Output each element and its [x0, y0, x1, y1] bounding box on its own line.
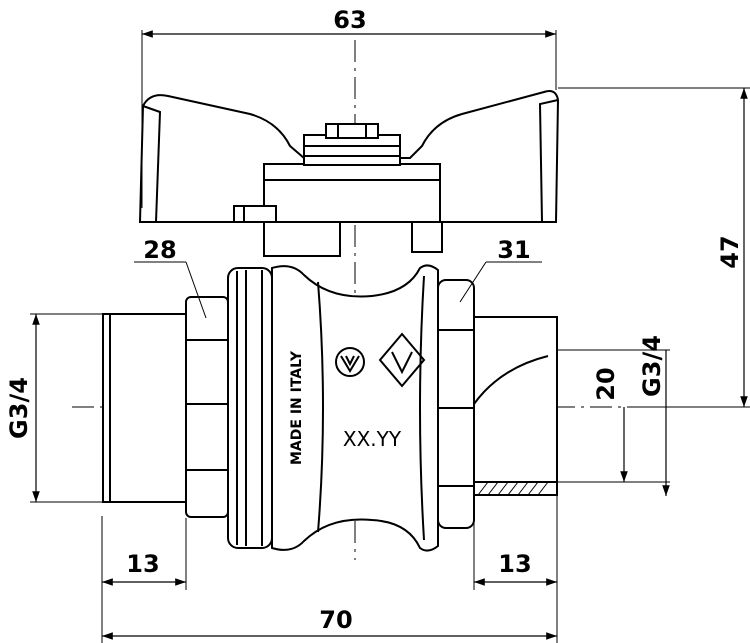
dim-label-13-left: 13: [126, 550, 159, 578]
dim-label-g34-right: G3/4: [638, 335, 666, 397]
right-socket-thread: [473, 481, 558, 496]
handle-wing-fold-left: [142, 105, 162, 223]
handle-stop-tab: [233, 205, 277, 223]
origin-marking: MADE IN ITALY: [289, 350, 305, 465]
dim-label-47: 47: [716, 235, 744, 268]
dim-label-g34-left: G3/4: [5, 377, 33, 439]
dim-label-13-right: 13: [498, 550, 531, 578]
stem-neck-right: [411, 221, 443, 253]
handle-wing: [138, 90, 560, 223]
dim-label-31: 31: [497, 236, 530, 264]
handle-nut: [303, 134, 401, 166]
valve-circle-logo-icon: [335, 347, 365, 377]
dimension-lines: [32, 30, 748, 640]
dim-label-70: 70: [319, 606, 352, 634]
dim-label-28: 28: [143, 236, 176, 264]
left-hex-nut: [185, 296, 229, 518]
dim-label-63: 63: [333, 6, 366, 34]
handle-base: [263, 163, 441, 223]
left-collar: [227, 267, 273, 549]
butterfly-handle: [138, 90, 560, 257]
left-thread-stub: [102, 313, 187, 503]
dim-label-20: 20: [592, 367, 620, 400]
valve-diamond-logo-icon: [378, 332, 426, 388]
thread-hatch: [477, 481, 549, 496]
handle-screw: [325, 123, 379, 139]
right-hex-nut: [437, 279, 475, 529]
valve-body: [102, 264, 558, 552]
right-socket: [473, 316, 558, 496]
center-body: [271, 264, 439, 552]
model-code: XX.YY: [343, 427, 402, 451]
handle-wing-fold-right: [538, 99, 559, 223]
stem-neck-left: [263, 221, 341, 257]
